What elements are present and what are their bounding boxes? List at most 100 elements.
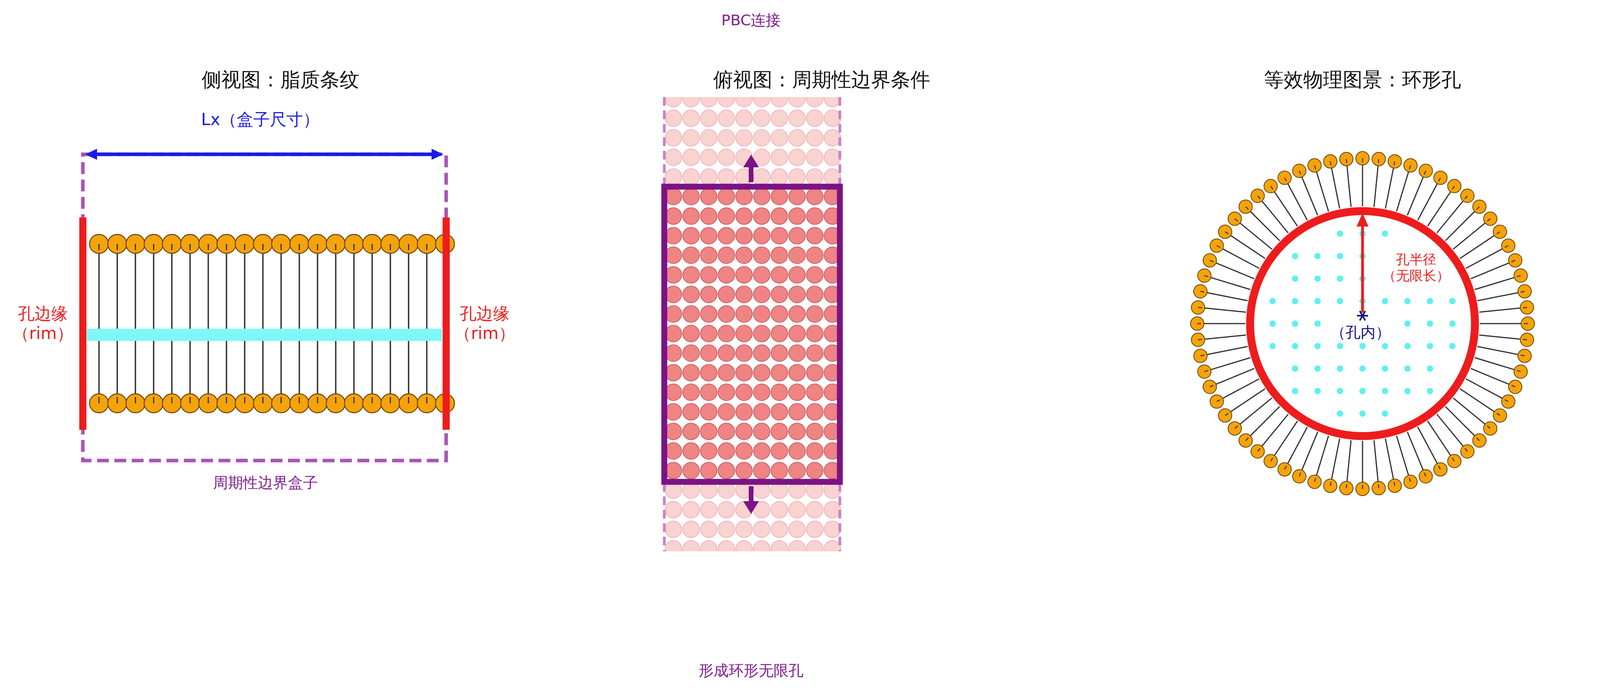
lipid-tail	[1209, 357, 1251, 370]
arrow-head	[743, 500, 759, 514]
lipid-tick	[1424, 170, 1427, 175]
water-dot	[1381, 365, 1389, 372]
lipid-top	[806, 305, 823, 323]
lipid-head	[1307, 158, 1322, 172]
faded-lipid	[682, 540, 700, 552]
lipid-tail	[1362, 440, 1364, 484]
lipid-tick	[134, 396, 137, 404]
faded-lipid	[700, 540, 718, 552]
pore-rim	[1250, 211, 1475, 436]
lipid-head	[1433, 462, 1448, 477]
bilayer-midplane	[86, 328, 442, 341]
lipid-top	[788, 422, 806, 440]
pbc-arrow	[748, 485, 754, 503]
lipid-tick	[171, 396, 173, 404]
lipid-top	[771, 305, 788, 323]
faded-lipid	[788, 168, 806, 186]
faded-lipid	[753, 110, 771, 127]
lipid-tick	[1257, 448, 1260, 452]
lipid-top	[806, 246, 823, 264]
lipid-top	[735, 403, 753, 421]
label-text: 等效物理图景：环形孔	[1263, 67, 1462, 92]
lipid-tail	[371, 243, 374, 334]
lipid-top	[735, 325, 753, 342]
faded-lipid	[665, 501, 682, 518]
lipid-head	[125, 234, 145, 254]
water-dot	[1359, 410, 1366, 417]
lipid-tick	[1452, 457, 1455, 461]
lipid-head	[289, 234, 309, 254]
lipid-tick	[1409, 477, 1411, 482]
lipid-top	[788, 442, 806, 460]
water-dot	[1291, 275, 1299, 282]
lipid-tick	[389, 243, 391, 251]
lipid-tick	[1487, 218, 1491, 221]
faded-lipid	[806, 168, 823, 186]
lipid-head	[308, 234, 328, 254]
lipid-head	[143, 234, 163, 254]
lipid-tail	[244, 336, 246, 404]
label-text: 俯视图：周期性边界条件	[713, 67, 931, 92]
lipid-tick	[1345, 158, 1348, 163]
faded-lipid	[788, 97, 806, 107]
faded-lipid	[788, 129, 806, 146]
lipid-head	[1277, 462, 1292, 477]
lipid-tick	[1209, 385, 1214, 387]
water-dot	[1314, 365, 1321, 372]
lipid-tail	[1474, 276, 1516, 290]
arrow-head	[1356, 213, 1369, 227]
lipid-top	[771, 422, 788, 440]
pbc-box-outline	[82, 154, 447, 461]
lipid-tail	[225, 336, 228, 404]
lipid-top	[771, 188, 788, 205]
lipid-top	[753, 188, 771, 205]
lipid-tick	[1330, 481, 1331, 486]
lipid-tail	[1396, 170, 1409, 212]
lipid-head	[381, 234, 400, 254]
lipid-top	[771, 285, 788, 303]
lipid-tick	[1476, 437, 1480, 441]
label-text: 形成环形无限孔	[698, 661, 804, 680]
lipid-head	[1277, 170, 1292, 185]
faded-lipid	[753, 97, 771, 107]
lipid-tail	[1315, 435, 1329, 477]
lipid-head	[1203, 379, 1217, 394]
lipid-tick	[1362, 484, 1364, 489]
lipid-head	[1250, 444, 1265, 458]
center-mark	[1359, 310, 1366, 321]
lipid-tail	[153, 243, 155, 334]
lipid-head	[107, 234, 127, 254]
lipid-tail	[116, 243, 118, 334]
faded-lipid	[788, 540, 806, 552]
lipid-top	[682, 442, 700, 460]
water-dot	[1359, 365, 1366, 372]
center-mark	[1359, 310, 1366, 321]
lipid-tick	[1345, 484, 1348, 488]
lipid-head	[1191, 332, 1205, 347]
lipid-tail	[171, 336, 173, 404]
lipid-tick	[1523, 323, 1528, 325]
water-dot	[1381, 410, 1389, 417]
faded-lipid	[682, 501, 700, 518]
lipid-tail	[1229, 234, 1266, 259]
faded-lipid	[771, 149, 788, 166]
lipid-top	[788, 325, 806, 342]
faded-lipid	[665, 168, 682, 186]
lipid-tick	[1314, 477, 1316, 482]
lipid-head	[1209, 394, 1224, 409]
lipid-top	[788, 364, 806, 381]
lipid-top	[717, 188, 735, 205]
lipid-head	[326, 234, 346, 254]
lipid-top	[753, 207, 771, 225]
faded-lipid	[717, 110, 735, 127]
lipid-head	[1209, 238, 1224, 253]
lipid-top	[717, 403, 735, 421]
water-dot	[1404, 342, 1411, 350]
faded-lipid	[700, 168, 718, 186]
lipid-top	[717, 325, 735, 342]
faded-lipid	[665, 520, 682, 538]
lipid-head	[1493, 224, 1507, 239]
lipid-tick	[1516, 370, 1521, 372]
lipid-tail	[1331, 438, 1340, 481]
lipid-top	[735, 364, 753, 381]
